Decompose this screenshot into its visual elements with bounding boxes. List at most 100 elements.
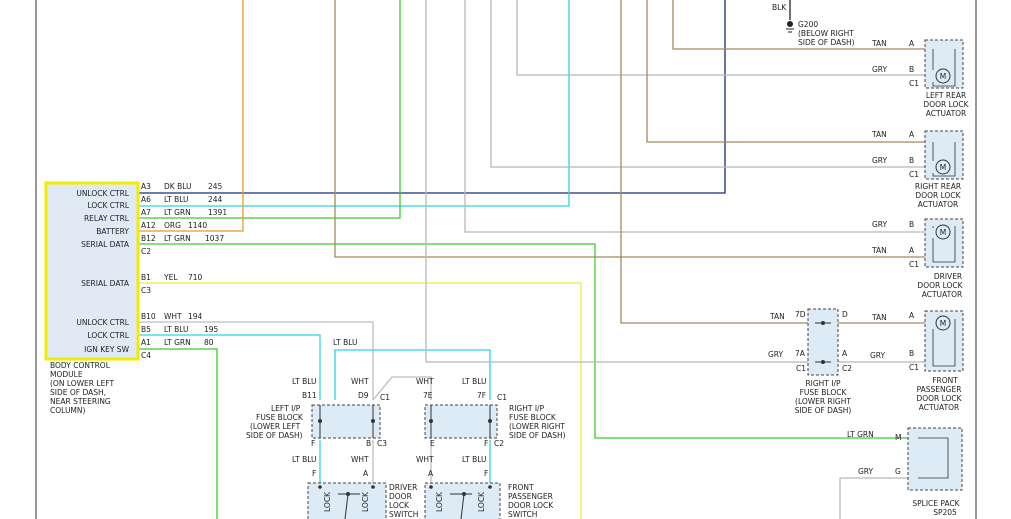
svg-text:(LOWER RIGHT: (LOWER RIGHT	[795, 397, 851, 406]
lt-blu-jumper-label: LT BLU	[333, 338, 358, 347]
svg-text:F: F	[484, 469, 488, 478]
svg-text:PASSENGER: PASSENGER	[917, 385, 962, 394]
wire-tan-passenger	[620, 0, 808, 324]
svg-text:WHT: WHT	[416, 377, 434, 386]
svg-text:M: M	[940, 163, 946, 172]
motor-icon	[935, 315, 951, 331]
wire-lt-grn-1037	[138, 243, 908, 439]
wire-gry-driver	[464, 0, 925, 233]
bcm-circuit: 195	[204, 325, 219, 334]
bcm-circuit: 1391	[208, 208, 227, 217]
switch-lock-label: LOCK	[477, 491, 486, 512]
svg-text:ACTUATOR: ACTUATOR	[919, 403, 960, 412]
ground-icon	[787, 21, 793, 27]
svg-text:LT BLU: LT BLU	[462, 377, 487, 386]
svg-text:SIDE OF DASH): SIDE OF DASH)	[798, 38, 855, 47]
bcm-circuit: 80	[204, 338, 214, 347]
svg-text:WHT: WHT	[351, 377, 369, 386]
svg-text:(LOWER LEFT: (LOWER LEFT	[250, 422, 301, 431]
wire-lt-blu-195	[138, 334, 321, 400]
svg-text:DOOR LOCK: DOOR LOCK	[916, 394, 962, 403]
passenger-door-lock-switch: WHT LT BLU A F LOCK LOCK FRONT PASSENGER…	[416, 455, 554, 519]
bcm-pin-table: A3 DK BLU 245 A6 LT BLU 244 A7 LT GRN 13…	[141, 182, 227, 360]
ground-wire-label: BLK	[772, 3, 787, 12]
svg-text:LOCK: LOCK	[389, 501, 410, 510]
svg-text:FRONT: FRONT	[508, 483, 534, 492]
svg-text:B: B	[909, 349, 914, 358]
bcm-caption: BODY CONTROL MODULE (ON LOWER LEFT SIDE …	[50, 361, 114, 415]
bcm-label-unlock-ctrl-2: UNLOCK CTRL	[76, 318, 129, 327]
svg-text:SIDE OF DASH,: SIDE OF DASH,	[50, 388, 106, 397]
motor-icon	[935, 224, 951, 240]
switch-lock-label: LOCK	[361, 491, 370, 512]
bcm-pin: A1	[141, 338, 151, 347]
svg-text:A: A	[428, 469, 434, 478]
svg-text:LT GRN: LT GRN	[847, 430, 874, 439]
svg-text:G: G	[895, 467, 901, 476]
svg-text:BODY CONTROL: BODY CONTROL	[50, 361, 111, 370]
wire-yel-710	[138, 282, 582, 519]
svg-text:SPLICE PACK: SPLICE PACK	[912, 499, 960, 508]
svg-text:RIGHT I/P: RIGHT I/P	[805, 379, 841, 388]
wires	[138, 0, 925, 519]
bcm-circuit: 244	[208, 195, 223, 204]
bcm-pin: A12	[141, 221, 156, 230]
bcm-wire: LT GRN	[164, 208, 191, 217]
svg-text:TAN: TAN	[871, 313, 887, 322]
wire-gry-left-rear	[516, 0, 925, 76]
svg-text:WHT: WHT	[351, 455, 369, 464]
svg-text:GRY: GRY	[768, 350, 784, 359]
wire-tan-left-rear	[672, 0, 925, 50]
svg-text:FRONT: FRONT	[932, 376, 958, 385]
svg-text:B: B	[909, 65, 914, 74]
svg-text:TAN: TAN	[871, 39, 887, 48]
svg-text:GRY: GRY	[872, 65, 888, 74]
svg-text:ACTUATOR: ACTUATOR	[926, 109, 967, 118]
svg-text:C3: C3	[377, 439, 387, 448]
svg-text:C1: C1	[796, 364, 806, 373]
svg-text:FUSE BLOCK: FUSE BLOCK	[509, 413, 557, 422]
bcm-label-relay-ctrl: RELAY CTRL	[84, 214, 130, 223]
svg-text:A: A	[363, 469, 369, 478]
wire-gry-right-rear	[490, 0, 925, 168]
svg-text:TAN: TAN	[871, 246, 887, 255]
svg-text:M: M	[940, 319, 946, 328]
wire-org-1140	[138, 0, 244, 232]
driver-actuator: GRY TAN B A C1 M DRIVER DOOR LOCK ACTUAT…	[871, 218, 964, 299]
bcm-pin: B5	[141, 325, 151, 334]
wire-gry-passenger	[425, 0, 808, 363]
svg-text:D9: D9	[358, 391, 369, 400]
svg-text:SWITCH: SWITCH	[508, 510, 537, 519]
left-rear-actuator: TAN GRY A B C1 M LEFT REAR DOOR LOCK ACT…	[871, 39, 970, 118]
right-ip-fuse-block-2: WHT LT BLU 7E 7F C1 E F C2 RIGHT I/P FUS…	[416, 377, 566, 448]
svg-text:ACTUATOR: ACTUATOR	[922, 290, 963, 299]
svg-text:M: M	[940, 228, 946, 237]
svg-text:SP205: SP205	[933, 508, 957, 517]
right-ip-fuse-block-1: TAN 7D D GRY 7A A C1 C2 RIGHT I/P FUSE B…	[768, 308, 852, 415]
svg-text:C1: C1	[909, 79, 919, 88]
svg-text:A: A	[842, 349, 848, 358]
bcm-wire: LT GRN	[164, 338, 191, 347]
svg-text:C2: C2	[494, 439, 504, 448]
svg-text:B11: B11	[302, 391, 317, 400]
svg-text:DRIVER: DRIVER	[934, 272, 962, 281]
svg-text:A: A	[909, 130, 915, 139]
svg-text:GRY: GRY	[872, 220, 888, 229]
bcm-circuit: 194	[188, 312, 203, 321]
svg-text:DRIVER: DRIVER	[389, 483, 417, 492]
svg-text:DOOR LOCK: DOOR LOCK	[915, 191, 961, 200]
bcm-circuit: 1140	[188, 221, 207, 230]
wire-wht-194	[138, 321, 374, 400]
svg-text:RIGHT REAR: RIGHT REAR	[915, 182, 961, 191]
wire-gry-splice	[839, 477, 908, 519]
wire-tan-driver	[334, 0, 925, 258]
svg-text:A: A	[909, 39, 915, 48]
svg-text:FUSE BLOCK: FUSE BLOCK	[256, 413, 304, 422]
wire-lt-grn-1391	[138, 0, 401, 219]
svg-text:C1: C1	[909, 260, 919, 269]
motor-icon	[935, 159, 951, 175]
bcm-label-unlock-ctrl: UNLOCK CTRL	[76, 189, 129, 198]
svg-text:LEFT REAR: LEFT REAR	[926, 91, 966, 100]
svg-text:F: F	[484, 439, 488, 448]
bcm-wire: DK BLU	[164, 182, 192, 191]
